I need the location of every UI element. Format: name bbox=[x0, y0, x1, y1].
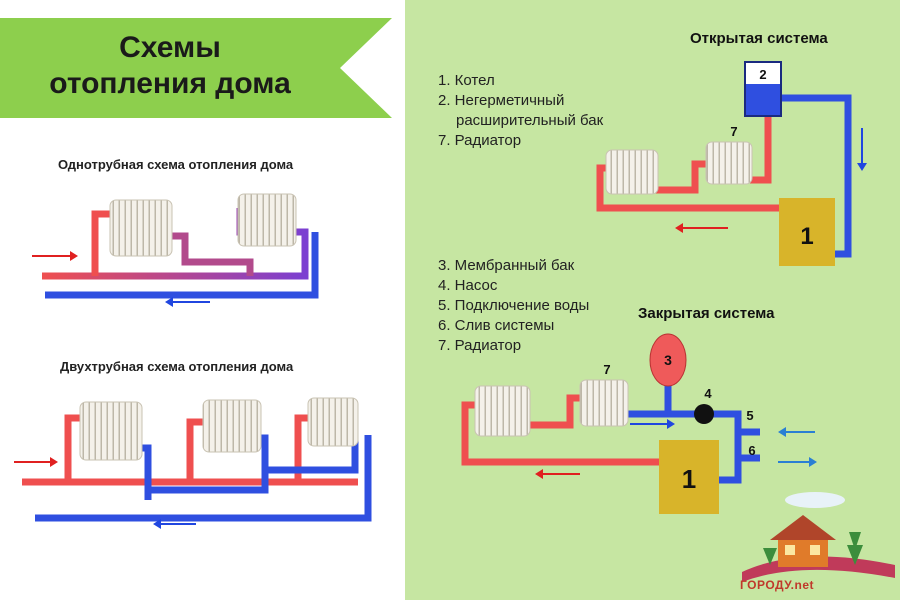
banner-shape bbox=[0, 18, 392, 118]
legend-item: 6. Слив системы bbox=[438, 317, 555, 334]
single-radiator-2 bbox=[237, 193, 297, 247]
open-radiator-link bbox=[655, 112, 772, 194]
single-pipe-diagram bbox=[32, 193, 319, 307]
two-pipe-return-branches bbox=[140, 434, 359, 500]
legend-item: расширительный бак bbox=[456, 112, 604, 129]
legend-item: 7. Радиатор bbox=[438, 132, 522, 149]
open-radiator-2 bbox=[705, 141, 753, 185]
single-pipe-drop-1 bbox=[172, 232, 254, 276]
closed-radiator-1 bbox=[474, 385, 531, 437]
single-inlet-arrow bbox=[32, 251, 78, 261]
single-radiator-1 bbox=[109, 199, 173, 257]
open-flow-arrow-down bbox=[857, 128, 867, 171]
legend-item: 5. Подключение воды bbox=[438, 297, 590, 314]
legend-item: 1. Котел bbox=[438, 72, 495, 89]
two-pipe-riser-1 bbox=[64, 414, 82, 482]
banner-title-line-1: Схемы bbox=[119, 31, 221, 64]
closed-radiator-link bbox=[530, 394, 582, 429]
open-system-legend: 1. Котел 2. Негерметичный расширительный… bbox=[438, 71, 603, 151]
banner-title: Схемы отопления дома bbox=[0, 30, 340, 102]
banner bbox=[0, 18, 392, 118]
two-pipe-heading: Двухтрубная схема отопления дома bbox=[60, 359, 294, 374]
single-return-arrow bbox=[165, 297, 210, 307]
two-radiator-3 bbox=[307, 397, 359, 447]
single-pipe-return bbox=[45, 232, 319, 299]
open-tank-number: 2 bbox=[759, 67, 766, 82]
open-expansion-tank bbox=[744, 61, 782, 117]
closed-pump-number: 4 bbox=[704, 386, 712, 401]
closed-radiator-2 bbox=[579, 379, 629, 427]
open-radiator-1 bbox=[605, 149, 659, 195]
legend-item: 7. Радиатор bbox=[438, 337, 522, 354]
drain-arrow bbox=[778, 457, 817, 467]
closed-boiler-number: 1 bbox=[682, 464, 696, 494]
single-pipe-riser-1 bbox=[91, 210, 112, 276]
closed-membrane-tank bbox=[649, 333, 687, 387]
open-return-pipe bbox=[778, 94, 852, 258]
open-radiator-number: 7 bbox=[730, 124, 737, 139]
closed-system-diagram bbox=[461, 333, 817, 514]
closed-boiler bbox=[659, 440, 719, 514]
closed-system-title: Закрытая система bbox=[638, 305, 775, 322]
legend-item: 3. Мембранный бак bbox=[438, 257, 575, 274]
water-in-arrow bbox=[778, 427, 815, 437]
two-pipe-diagram bbox=[14, 397, 372, 529]
open-supply-pipe bbox=[596, 164, 790, 212]
closed-pump bbox=[694, 404, 714, 424]
open-system-title: Открытая система bbox=[690, 30, 828, 47]
brand-text: ГОРОДУ.net bbox=[740, 578, 814, 592]
closed-system-legend: 3. Мембранный бак 4. Насос 5. Подключени… bbox=[438, 256, 589, 356]
closed-blue-pipe bbox=[628, 385, 760, 484]
legend-item: 2. Негерметичный bbox=[438, 92, 565, 109]
single-pipe-heading: Однотрубная схема отопления дома bbox=[58, 157, 294, 172]
two-radiator-2 bbox=[202, 399, 262, 453]
brand-logo bbox=[742, 492, 895, 582]
two-pipe-riser-3 bbox=[294, 414, 310, 482]
open-boiler-number: 1 bbox=[800, 223, 813, 250]
open-boiler bbox=[779, 198, 835, 266]
banner-title-line-2: отопления дома bbox=[49, 67, 291, 100]
open-system-diagram bbox=[596, 61, 867, 266]
closed-drain-number: 6 bbox=[748, 443, 755, 458]
two-return-arrow bbox=[153, 519, 196, 529]
two-pipe-riser-2 bbox=[186, 418, 205, 482]
legend-item: 4. Насос bbox=[438, 277, 498, 294]
closed-flow-arrow-right bbox=[630, 419, 675, 429]
closed-radiator-number: 7 bbox=[603, 362, 610, 377]
closed-water-in-number: 5 bbox=[746, 408, 753, 423]
closed-supply-pipe bbox=[461, 401, 660, 466]
two-inlet-arrow bbox=[14, 457, 58, 467]
two-pipe-return bbox=[35, 435, 372, 522]
closed-flow-arrow-left bbox=[535, 469, 580, 479]
open-flow-arrow-left bbox=[675, 223, 728, 233]
two-radiator-1 bbox=[79, 401, 143, 461]
closed-membrane-number: 3 bbox=[664, 352, 672, 368]
